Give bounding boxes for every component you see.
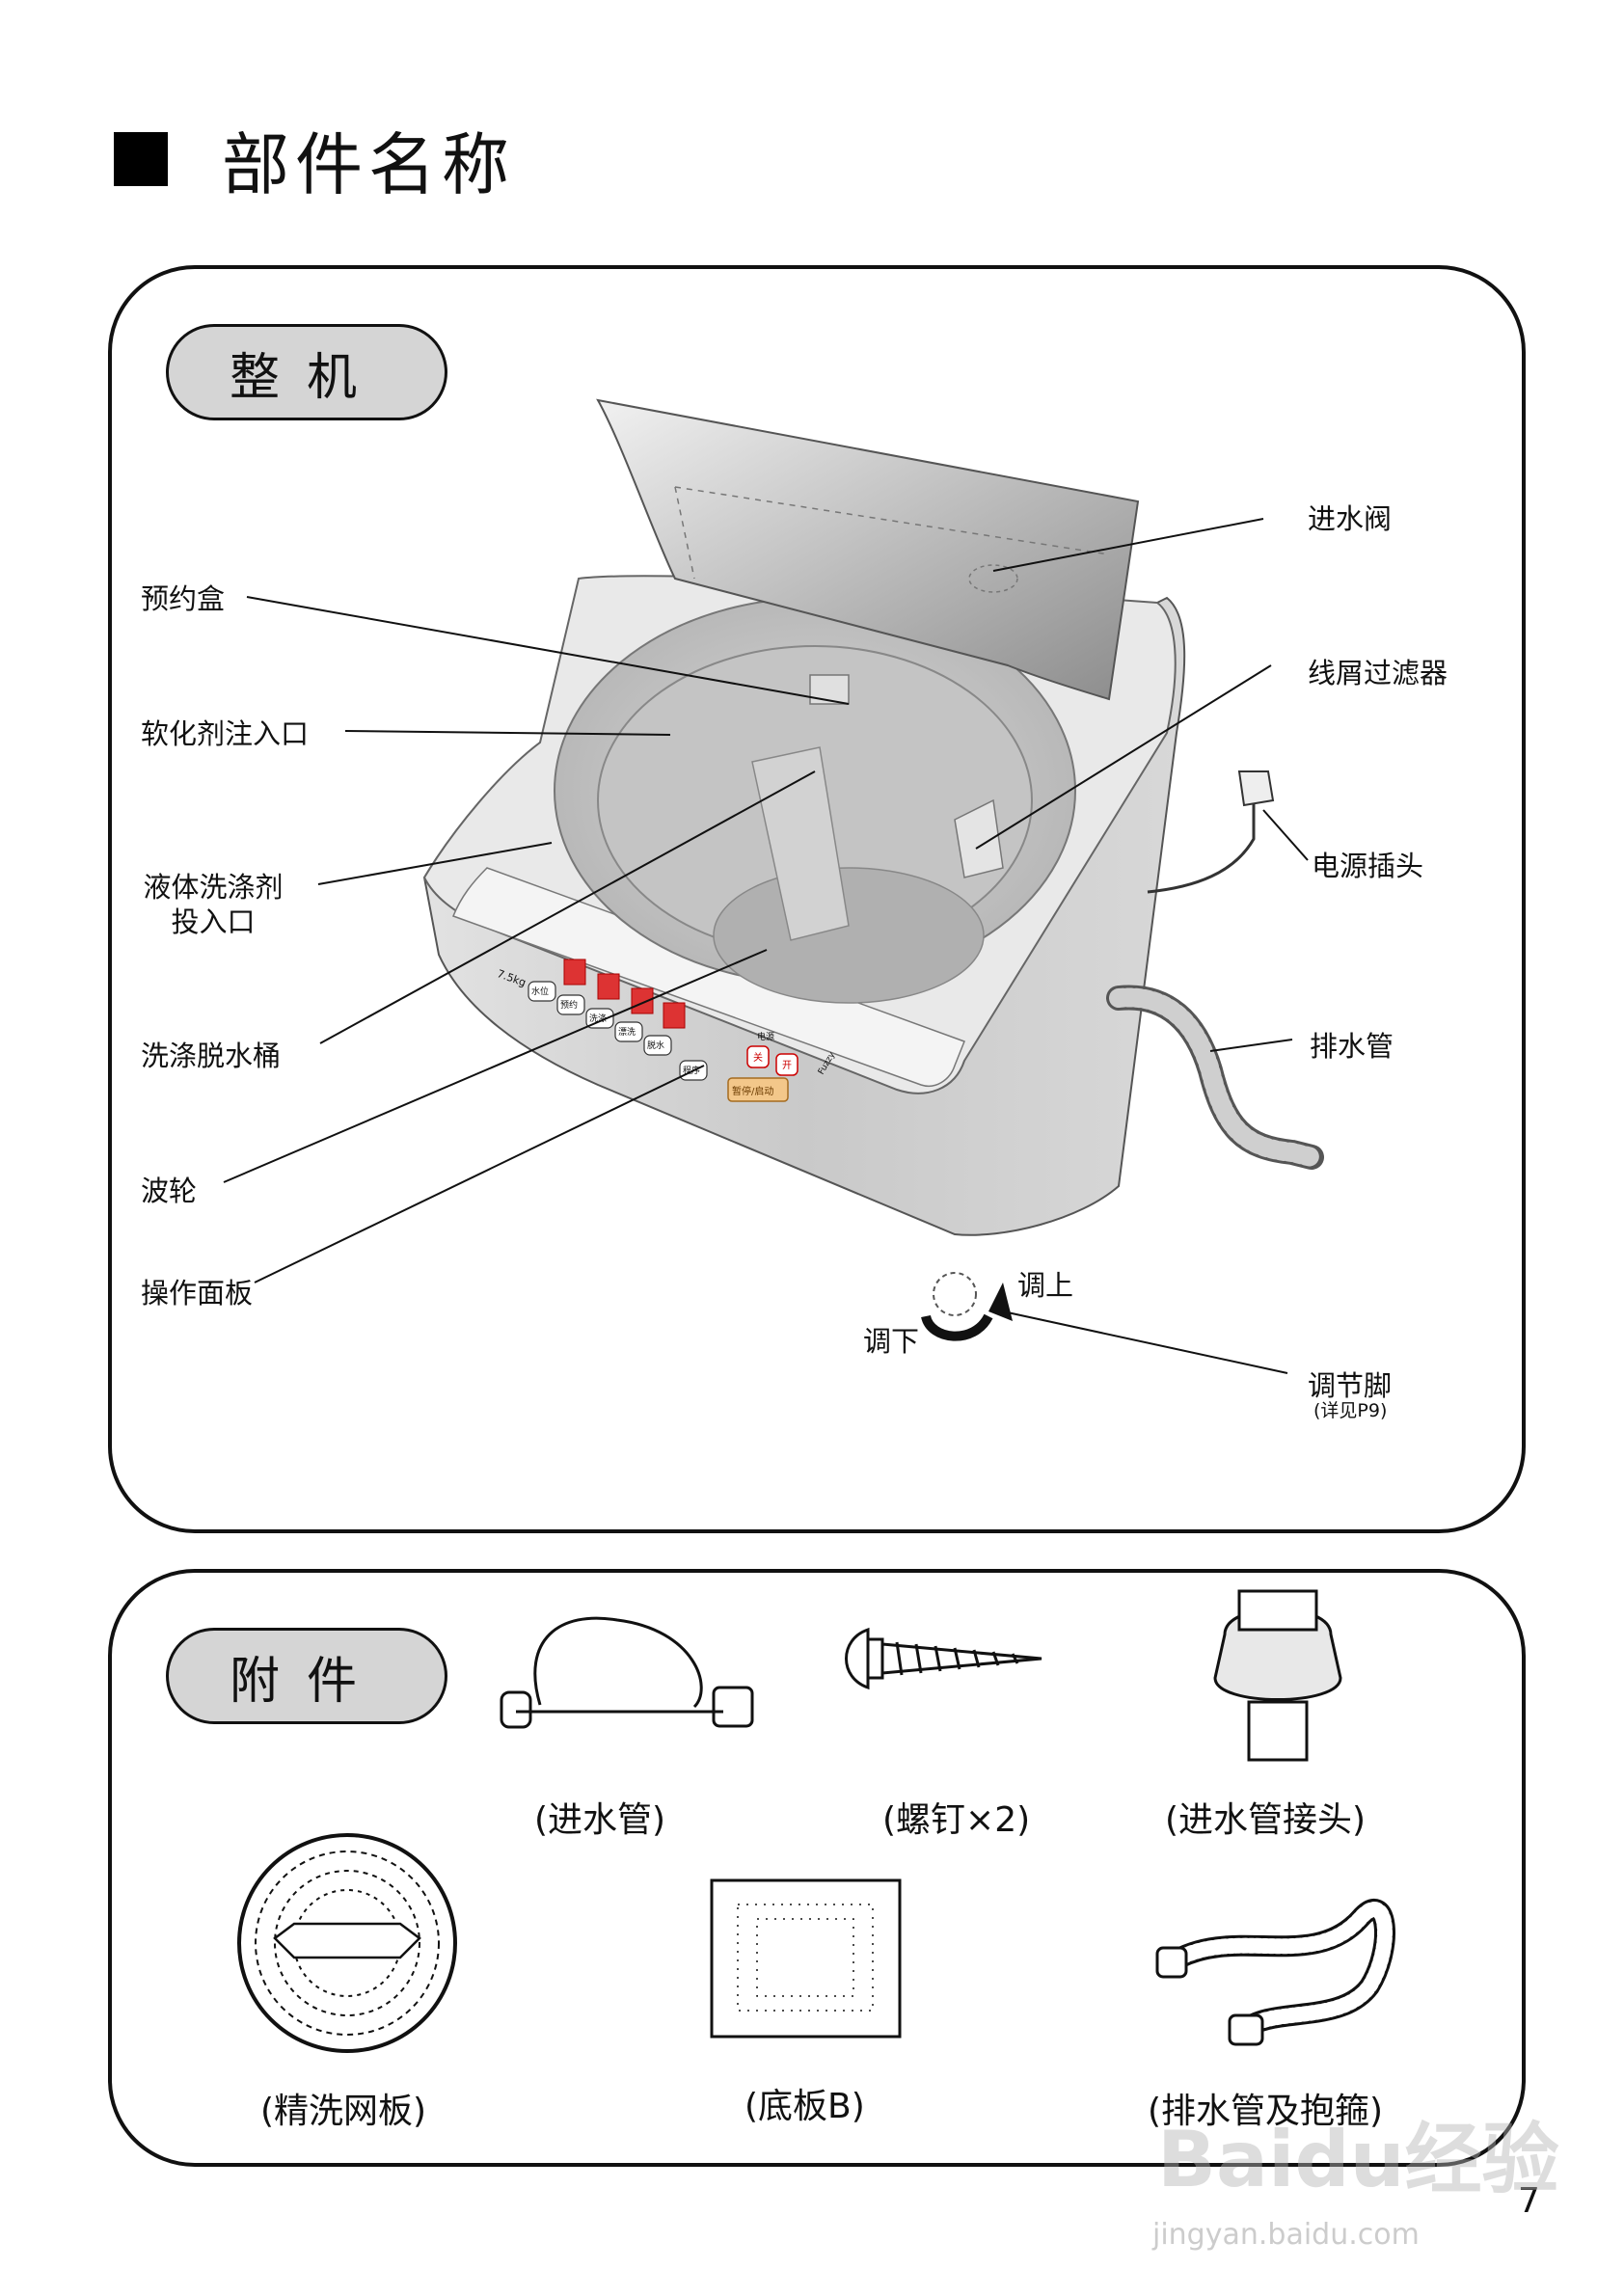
page-title-text: 部件名称 <box>222 124 515 204</box>
adjustable-foot-shape <box>933 1272 977 1316</box>
label-fine-filter-mesh: (精洗网板) <box>260 2092 427 2131</box>
watermark-brand: Baidu经验 <box>1157 2115 1559 2204</box>
control-panel-graphics <box>528 959 798 1102</box>
panel-btn-water-level[interactable]: 水位 <box>531 987 550 997</box>
power-cord <box>1147 800 1256 894</box>
lint-filter-shape <box>954 798 1004 878</box>
label-adjustable-foot: 调节脚 <box>1308 1369 1393 1402</box>
label-adjust-down: 调下 <box>863 1325 920 1358</box>
accessories-panel <box>108 1569 1526 2167</box>
rotate-down-arrow-icon <box>921 1313 993 1341</box>
panel-btn-rinse[interactable]: 漂洗 <box>618 1028 636 1038</box>
label-drain-hose: 排水管 <box>1310 1030 1394 1063</box>
power-plug-shape <box>1237 770 1275 807</box>
inlet-connector-icon <box>1213 1589 1342 1762</box>
fine-filter-mesh-icon <box>237 1833 457 2053</box>
label-wash-tub: 洗涤脱水桶 <box>141 1040 282 1072</box>
label-liquid-detergent-inlet: 液体洗涤剂投入口 <box>143 871 284 938</box>
label-adjust-up: 调上 <box>1017 1269 1074 1302</box>
label-control-panel: 操作面板 <box>141 1277 254 1310</box>
panel-btn-program[interactable]: 程序 <box>683 1067 701 1076</box>
panel-btn-spin[interactable]: 脱水 <box>647 1041 665 1051</box>
label-reservation-box: 预约盒 <box>141 582 226 615</box>
leader-lines <box>223 518 1309 1374</box>
label-adjustable-foot-note: (详见P9) <box>1313 1400 1388 1421</box>
tub-column <box>751 746 850 941</box>
label-inlet-hose: (进水管) <box>534 1800 666 1840</box>
title-square-icon <box>114 132 168 186</box>
accessories-heading: 附件 <box>166 1628 447 1724</box>
label-power-plug: 电源插头 <box>1312 850 1424 882</box>
control-strip <box>452 867 965 1087</box>
label-inlet-connector: (进水管接头) <box>1165 1800 1367 1840</box>
panel-power-label: 电源 <box>757 1033 775 1042</box>
label-screws: (螺钉×2) <box>882 1800 1031 1840</box>
panel-power-off[interactable]: 关 <box>753 1053 763 1064</box>
main-unit-heading: 整机 <box>166 324 447 420</box>
inlet-hose-icon <box>500 1616 754 1729</box>
panel-btn-wash[interactable]: 洗涤 <box>589 1014 608 1024</box>
panel-start-pause[interactable]: 暂停/启动 <box>732 1087 774 1097</box>
panel-power-on[interactable]: 开 <box>782 1061 792 1071</box>
screw-icon <box>845 1627 1042 1690</box>
machine-lid <box>596 398 1140 701</box>
label-softener-inlet: 软化剂注入口 <box>141 717 310 750</box>
watermark-url: jingyan.baidu.com <box>1152 2218 1420 2252</box>
label-pulsator: 波轮 <box>141 1175 198 1207</box>
label-water-inlet-valve: 进水阀 <box>1308 502 1393 535</box>
water-valve-shape <box>968 564 1018 593</box>
base-plate-icon <box>710 1878 902 2039</box>
label-drain-hose-clamp: (排水管及抱箍) <box>1148 2092 1384 2131</box>
drain-hose-clamp-icon <box>1155 1899 1395 2046</box>
page-number: 7 <box>1518 2181 1540 2221</box>
panel-btn-reserve[interactable]: 预约 <box>560 1001 579 1011</box>
page-title: 部件名称 <box>114 116 515 204</box>
main-unit-panel <box>108 265 1526 1533</box>
pulsator-shape <box>713 867 985 1004</box>
label-base-plate: (底板B) <box>744 2087 865 2126</box>
label-lint-filter: 线屑过滤器 <box>1308 657 1448 689</box>
